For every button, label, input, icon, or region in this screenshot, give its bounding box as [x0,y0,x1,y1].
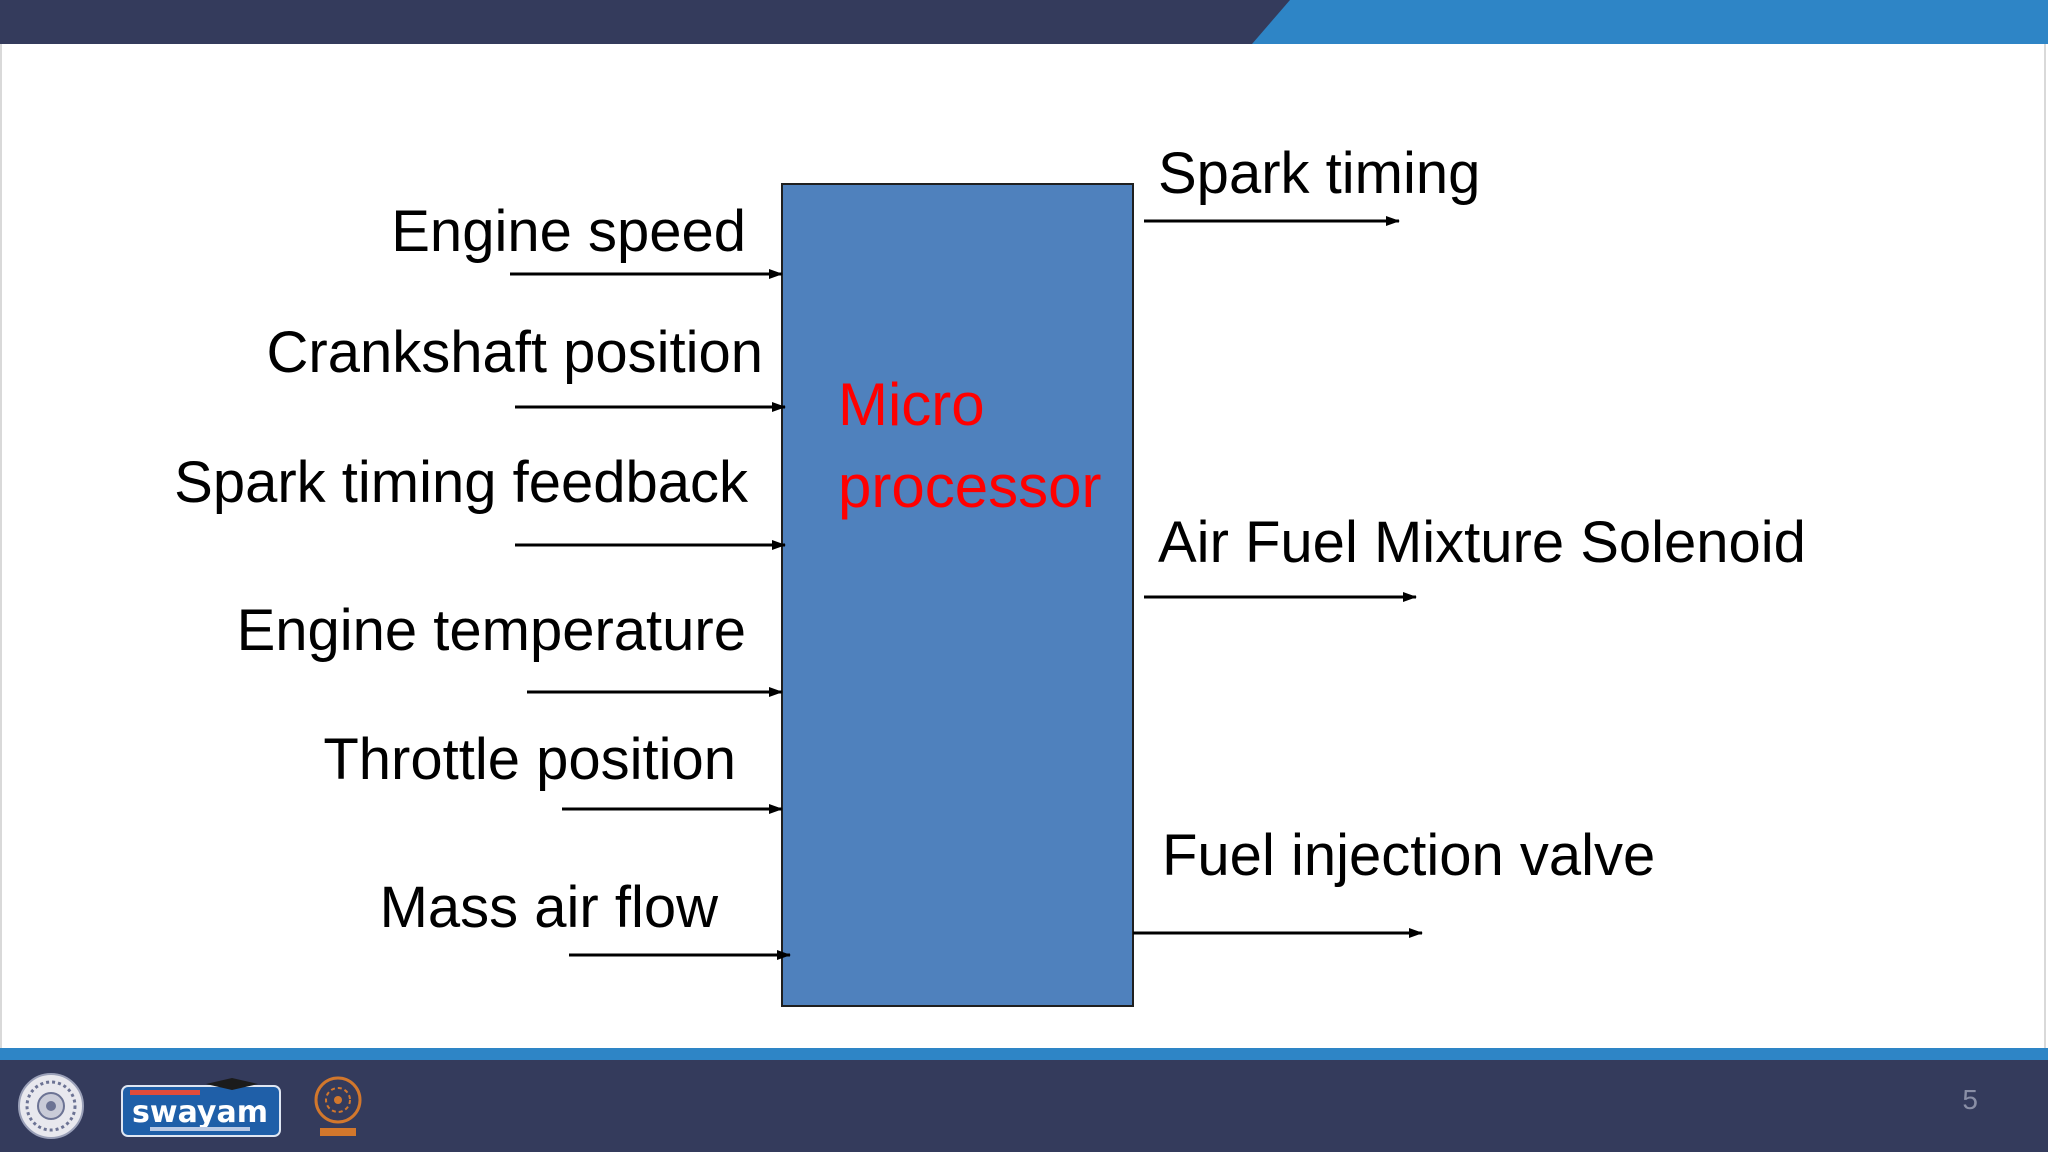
output-label-fuel-injection-valve: Fuel injection valve [1162,823,1656,888]
input-label-mass-air-flow: Mass air flow [379,875,718,940]
slide-area [0,44,2046,1048]
input-label-engine-temperature: Engine temperature [236,598,746,663]
nptel-logo [314,1076,362,1136]
header-band [0,0,2048,44]
footer-accent-strip [0,1048,2048,1060]
microprocessor-label: Micro processor [838,364,1101,528]
output-label-air-fuel-mixture-solenoid: Air Fuel Mixture Solenoid [1158,510,1806,575]
microprocessor-label-line2: processor [838,453,1102,520]
footer-band [0,1060,2048,1152]
output-label-spark-timing: Spark timing [1158,141,1481,206]
microprocessor-label-line1: Micro [838,371,985,438]
input-label-crankshaft-position: Crankshaft position [266,320,763,385]
input-label-throttle-position: Throttle position [323,727,736,792]
input-label-engine-speed: Engine speed [391,199,746,264]
swayam-logo: swayam [121,1078,281,1137]
input-label-spark-timing-feedback: Spark timing feedback [174,450,748,515]
iit-emblem-logo [18,1073,84,1139]
page-number: 5 [1962,1084,1978,1115]
header-band-accent [1252,0,2048,44]
microprocessor-box [781,183,1134,1007]
svg-text:swayam: swayam [132,1095,268,1130]
